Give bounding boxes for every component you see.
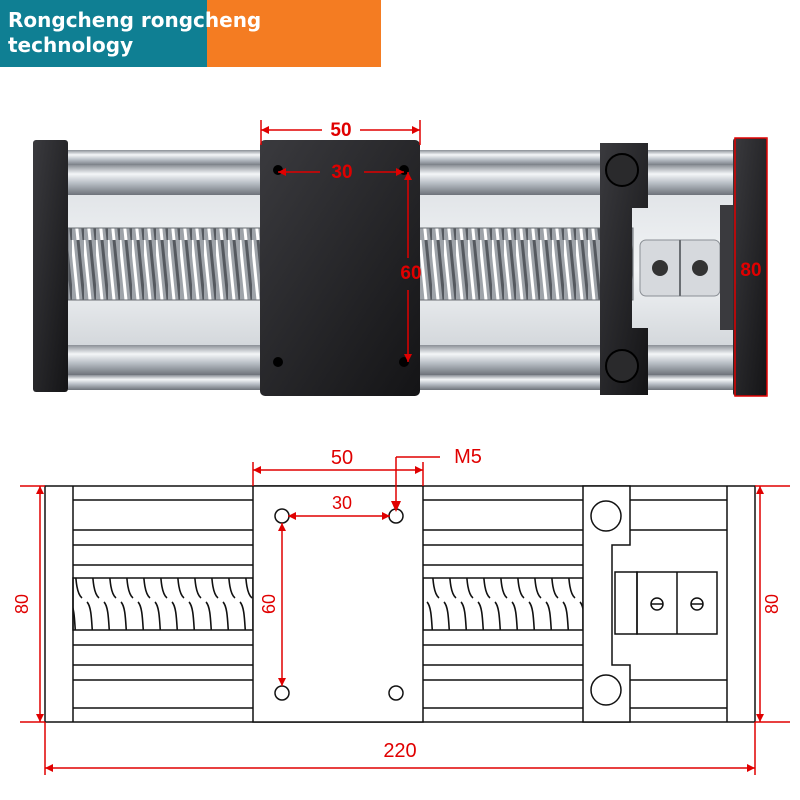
- photo-motor-flange: [720, 205, 734, 330]
- photo-dim-carriage-width: 50: [330, 120, 351, 141]
- photo-coupling-screw: [652, 260, 668, 276]
- photo-dim-hole-spacing-x: 30: [331, 162, 352, 183]
- photo-carriage: [260, 140, 420, 396]
- photo-end-height-frame: [734, 137, 768, 397]
- drawing-dim-total-length: 220: [383, 740, 416, 762]
- drawing-dimensions: [20, 456, 790, 775]
- brand-banner: Rongcheng rongcheng technology: [0, 0, 381, 67]
- drawing-dim-carriage-width: 50: [331, 447, 353, 469]
- drawing-dim-hole-spacing-y: 60: [259, 594, 279, 614]
- photo-end-block-left: [33, 140, 68, 392]
- photo-dimensions: [260, 120, 768, 397]
- photo-view: [33, 138, 767, 396]
- photo-bearing-hole: [605, 349, 639, 383]
- drawing-dim-thread: M5: [454, 446, 482, 468]
- photo-bearing-block: [600, 143, 648, 395]
- drawing-bearing-hole: [590, 674, 622, 706]
- drawing-dim-hole-spacing-x: 30: [332, 493, 352, 513]
- photo-mount-hole: [273, 357, 283, 367]
- drawing-screw-thread-left: [73, 578, 253, 630]
- photo-coupling-screw: [692, 260, 708, 276]
- brand-line-2: technology: [8, 33, 134, 57]
- photo-end-block-right: [733, 138, 767, 396]
- drawing-bearing-block: [582, 485, 631, 723]
- drawing-dim-height-left: 80: [12, 594, 32, 614]
- banner-orange-block: [207, 0, 381, 67]
- brand-line-1: Rongcheng rongcheng: [8, 8, 262, 32]
- photo-dim-end-height: 80: [740, 260, 761, 281]
- drawing-screw-thread-right: [423, 578, 583, 630]
- photo-dim-hole-spacing-y: 60: [400, 263, 421, 284]
- drawing-dim-height-right: 80: [762, 594, 782, 614]
- banner-teal-block: [0, 0, 207, 67]
- photo-mount-hole: [399, 357, 409, 367]
- drawing-mount-hole: [388, 685, 404, 701]
- photo-bearing-hole: [605, 153, 639, 187]
- brand-name: Rongcheng rongcheng technology: [8, 8, 261, 58]
- drawing-bearing-hole: [590, 500, 622, 532]
